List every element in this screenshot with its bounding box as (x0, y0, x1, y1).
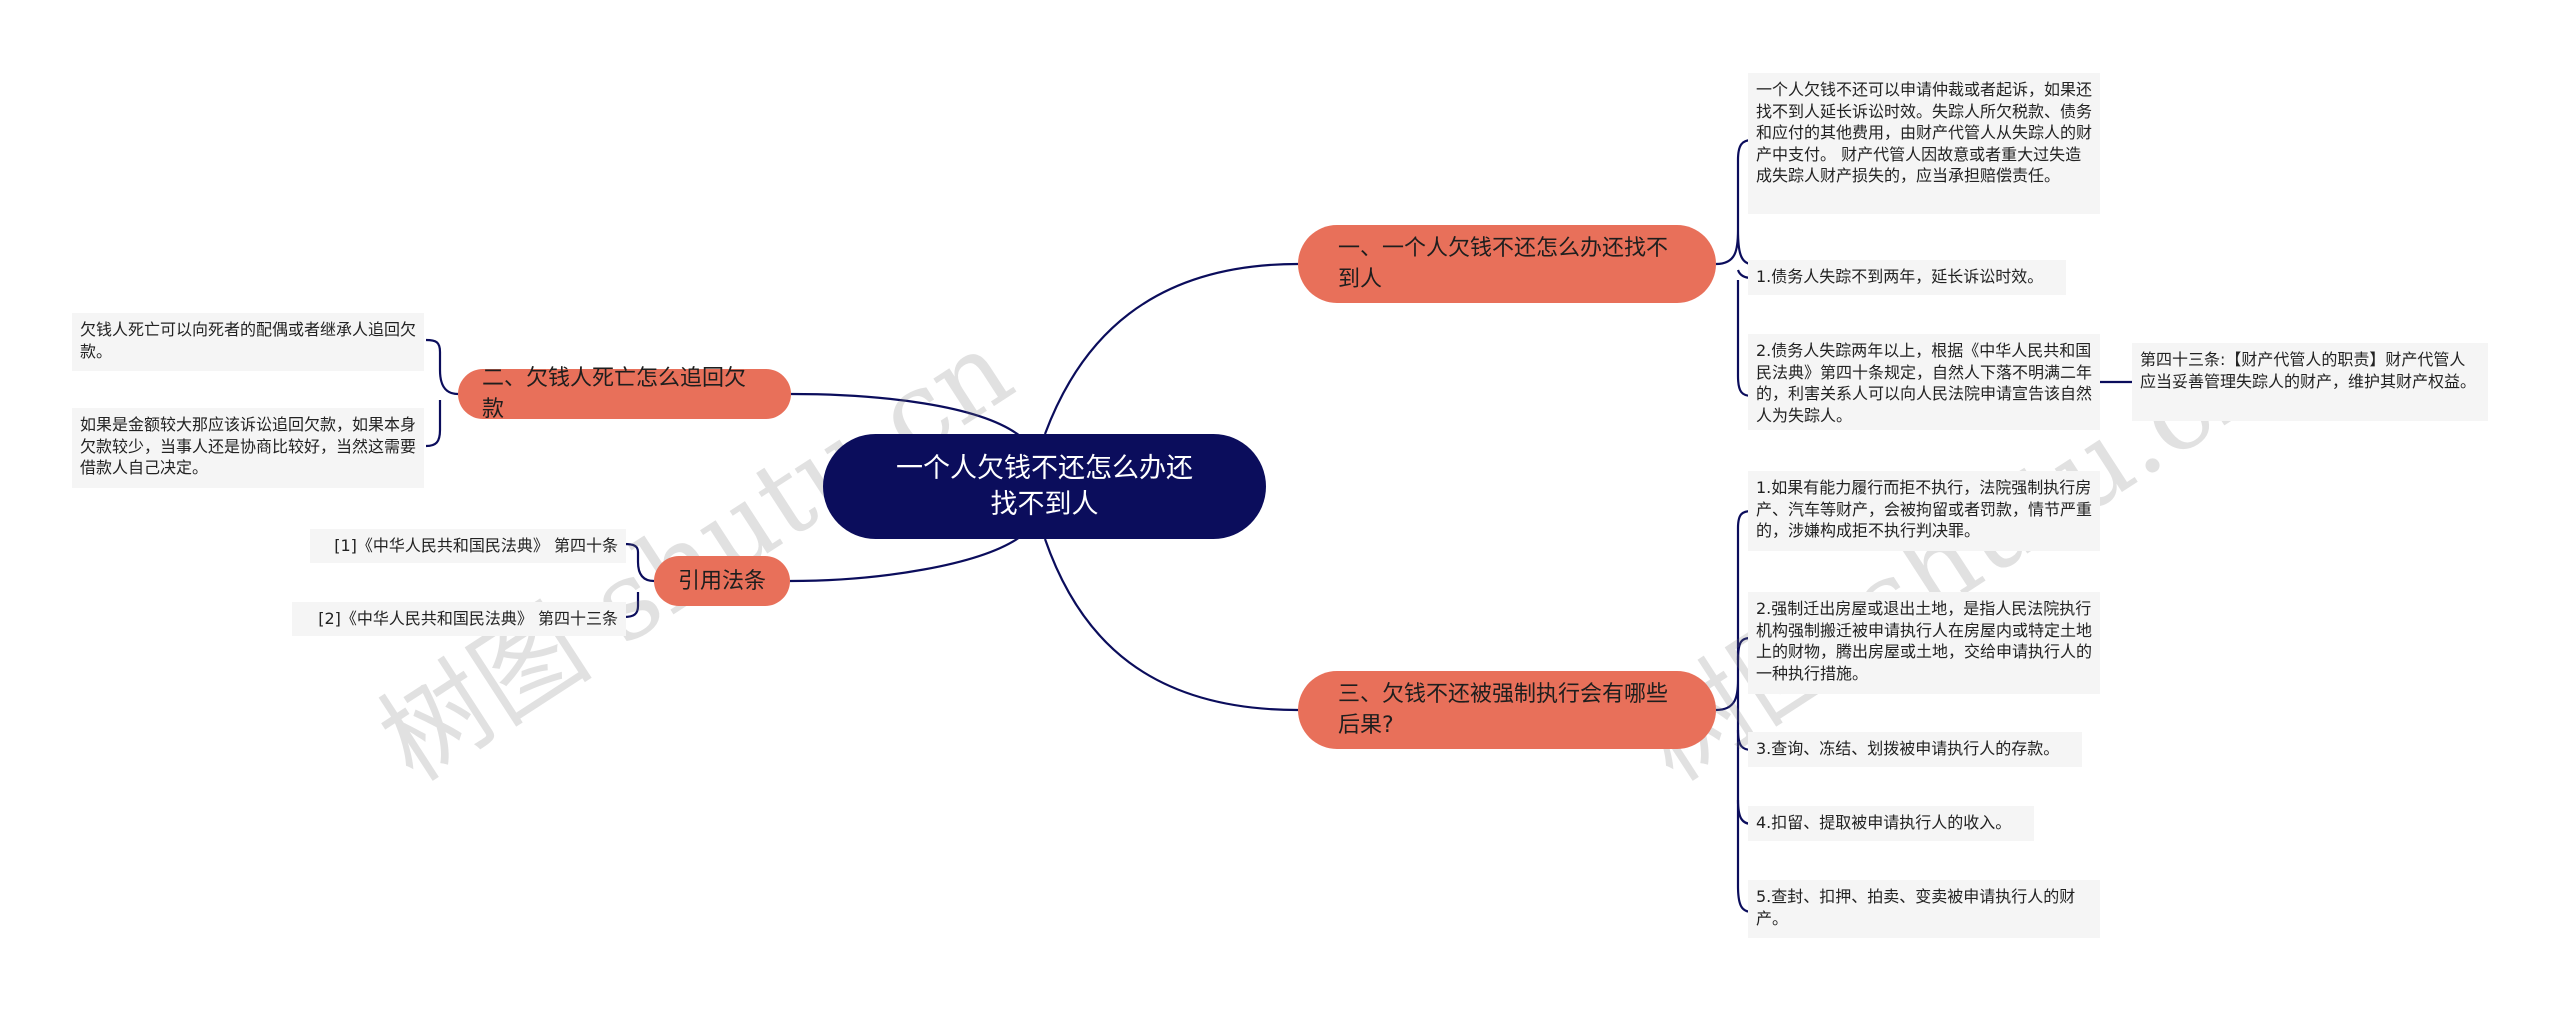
leaf-node[interactable]: 3.查询、冻结、划拨被申请执行人的存款。 (1748, 732, 2082, 767)
leaf-node-citation[interactable]: [2]《中华人民共和国民法典》 第四十三条 (292, 602, 626, 636)
branch-node-2[interactable]: 二、欠钱人死亡怎么追回欠款 (458, 366, 791, 422)
leaf-node[interactable]: 4.扣留、提取被申请执行人的收入。 (1748, 806, 2034, 841)
link-b1-leaves (1715, 138, 1754, 398)
link-b4-leaves (623, 542, 655, 619)
leaf-node[interactable]: 2.债务人失踪两年以上，根据《中华人民共和国民法典》第四十条规定，自然人下落不明… (1748, 334, 2100, 430)
leaf-node[interactable]: 5.查封、扣押、拍卖、变卖被申请执行人的财产。 (1748, 880, 2100, 938)
leaf-node-citation[interactable]: [1]《中华人民共和国民法典》 第四十条 (310, 529, 626, 563)
branch-node-3[interactable]: 三、欠钱不还被强制执行会有哪些后果? (1298, 671, 1716, 749)
link-root-b4 (789, 536, 1021, 583)
branch-node-1[interactable]: 一、一个人欠钱不还怎么办还找不到人 (1298, 225, 1716, 303)
leaf-node-sub[interactable]: 第四十三条:【财产代管人的职责】财产代管人应当妥善管理失踪人的财产，维护其财产权… (2132, 343, 2488, 421)
link-root-b1 (1043, 262, 1299, 435)
leaf-node[interactable]: 1.债务人失踪不到两年，延长诉讼时效。 (1748, 260, 2066, 295)
leaf-node[interactable]: 一个人欠钱不还可以申请仲裁或者起诉，如果还找不到人延长诉讼时效。失踪人所欠税款、… (1748, 73, 2100, 214)
link-b3-leaves (425, 338, 459, 448)
link-root-b3 (790, 392, 1021, 437)
leaf-node[interactable]: 2.强制迁出房屋或退出土地，是指人民法院执行机构强制搬迁被申请执行人在房屋内或特… (1748, 592, 2100, 694)
link-b2-leaves (1715, 509, 1753, 914)
leaf-node[interactable]: 如果是金额较大那应该诉讼追回欠款，如果本身欠款较少，当事人还是协商比较好，当然这… (72, 408, 424, 488)
branch-node-citations[interactable]: 引用法条 (654, 556, 790, 606)
link-root-b2 (1043, 538, 1299, 712)
leaf-node[interactable]: 1.如果有能力履行而拒不执行，法院强制执行房产、汽车等财产，会被拘留或者罚款，情… (1748, 471, 2100, 551)
root-node[interactable]: 一个人欠钱不还怎么办还找不到人 (823, 434, 1266, 539)
leaf-node[interactable]: 欠钱人死亡可以向死者的配偶或者继承人追回欠款。 (72, 313, 424, 371)
